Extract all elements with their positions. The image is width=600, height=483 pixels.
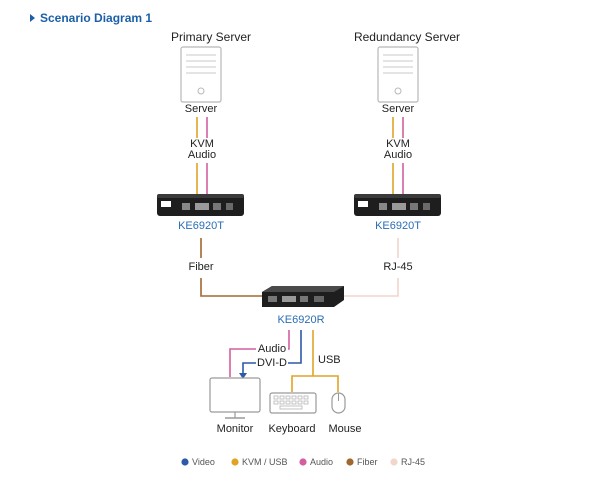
legend: Video KVM / USB Audio Fiber RJ-45 [181,457,425,467]
redundancy-server-icon [377,46,419,103]
redundancy-audio-label: Audio [384,149,412,161]
keyboard-icon [269,392,317,414]
title-arrow-icon [30,14,35,22]
mouse-label: Mouse [328,423,361,435]
redundancy-transmitter-model: KE6920T [375,220,421,232]
rj45-cable-bottom [342,278,399,297]
primary-server-heading: Primary Server [171,30,251,44]
monitor-label: Monitor [217,423,254,435]
legend-audio-label: Audio [310,457,333,467]
primary-transmitter-model: KE6920T [178,220,224,232]
receiver-dvi-label: DVI-D [257,357,287,369]
legend-video-swatch [181,458,189,466]
fiber-link-label: Fiber [188,261,213,273]
legend-video-label: Video [192,457,215,467]
legend-fiber-swatch [346,458,354,466]
diagram-title-text: Scenario Diagram 1 [40,11,152,25]
redundancy-server-label: Server [382,103,415,115]
primary-transmitter-device [157,194,244,216]
keyboard-label: Keyboard [268,423,315,435]
redundancy-transmitter-device [354,194,441,216]
legend-rj45-swatch [390,458,398,466]
mouse-icon [331,392,346,414]
receiver-model: KE6920R [277,314,324,326]
legend-kvm-usb-swatch [231,458,239,466]
receiver-usb-label: USB [318,354,341,366]
rj45-link-label: RJ-45 [383,261,412,273]
monitor-icon [209,377,261,419]
usb-cable-split [291,375,339,392]
redundancy-server-heading: Redundancy Server [354,30,460,44]
primary-audio-label: Audio [188,149,216,161]
fiber-cable-bottom [200,278,262,297]
legend-kvm-usb-label: KVM / USB [242,457,288,467]
receiver-device [262,286,344,307]
legend-fiber-label: Fiber [357,457,378,467]
primary-server-icon [180,46,222,103]
redundancy-kvm-label: KVM [386,138,410,150]
primary-server-label: Server [185,103,218,115]
legend-rj45-label: RJ-45 [401,457,425,467]
receiver-audio-label: Audio [258,343,286,355]
video-arrow-icon [239,373,247,379]
legend-audio-swatch [299,458,307,466]
primary-kvm-label: KVM [190,138,214,150]
diagram-title: Scenario Diagram 1 [30,11,152,25]
